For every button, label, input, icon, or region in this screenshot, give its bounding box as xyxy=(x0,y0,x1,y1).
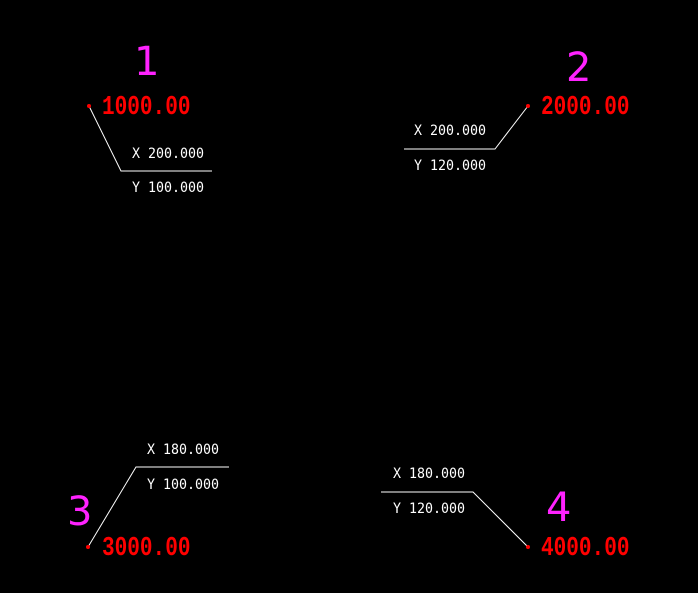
leader-line-2 xyxy=(404,105,529,150)
x-coordinate-3: X 180.000 xyxy=(147,442,220,458)
y-coordinate-3: Y 100.000 xyxy=(147,477,220,493)
marker-index-3: 3 xyxy=(67,489,93,535)
elevation-label-4: 4000.00 xyxy=(541,534,630,564)
point-dot-2 xyxy=(526,104,530,108)
leader-line-1 xyxy=(88,105,212,172)
marker-index-4: 4 xyxy=(546,485,572,531)
leader-line-4 xyxy=(381,491,529,548)
elevation-label-3: 3000.00 xyxy=(102,534,191,564)
point-dot-4 xyxy=(526,545,530,549)
y-coordinate-2: Y 120.000 xyxy=(414,158,487,174)
x-coordinate-4: X 180.000 xyxy=(393,466,466,482)
leader-line-3 xyxy=(87,466,229,548)
y-coordinate-1: Y 100.000 xyxy=(132,180,205,196)
marker-index-2: 2 xyxy=(566,45,592,91)
elevation-label-2: 2000.00 xyxy=(541,93,630,123)
marker-index-1: 1 xyxy=(134,39,160,85)
x-coordinate-1: X 200.000 xyxy=(132,146,205,162)
elevation-label-1: 1000.00 xyxy=(102,93,191,123)
y-coordinate-4: Y 120.000 xyxy=(393,501,466,517)
x-coordinate-2: X 200.000 xyxy=(414,123,487,139)
point-dot-3 xyxy=(86,545,90,549)
point-dot-1 xyxy=(87,104,91,108)
